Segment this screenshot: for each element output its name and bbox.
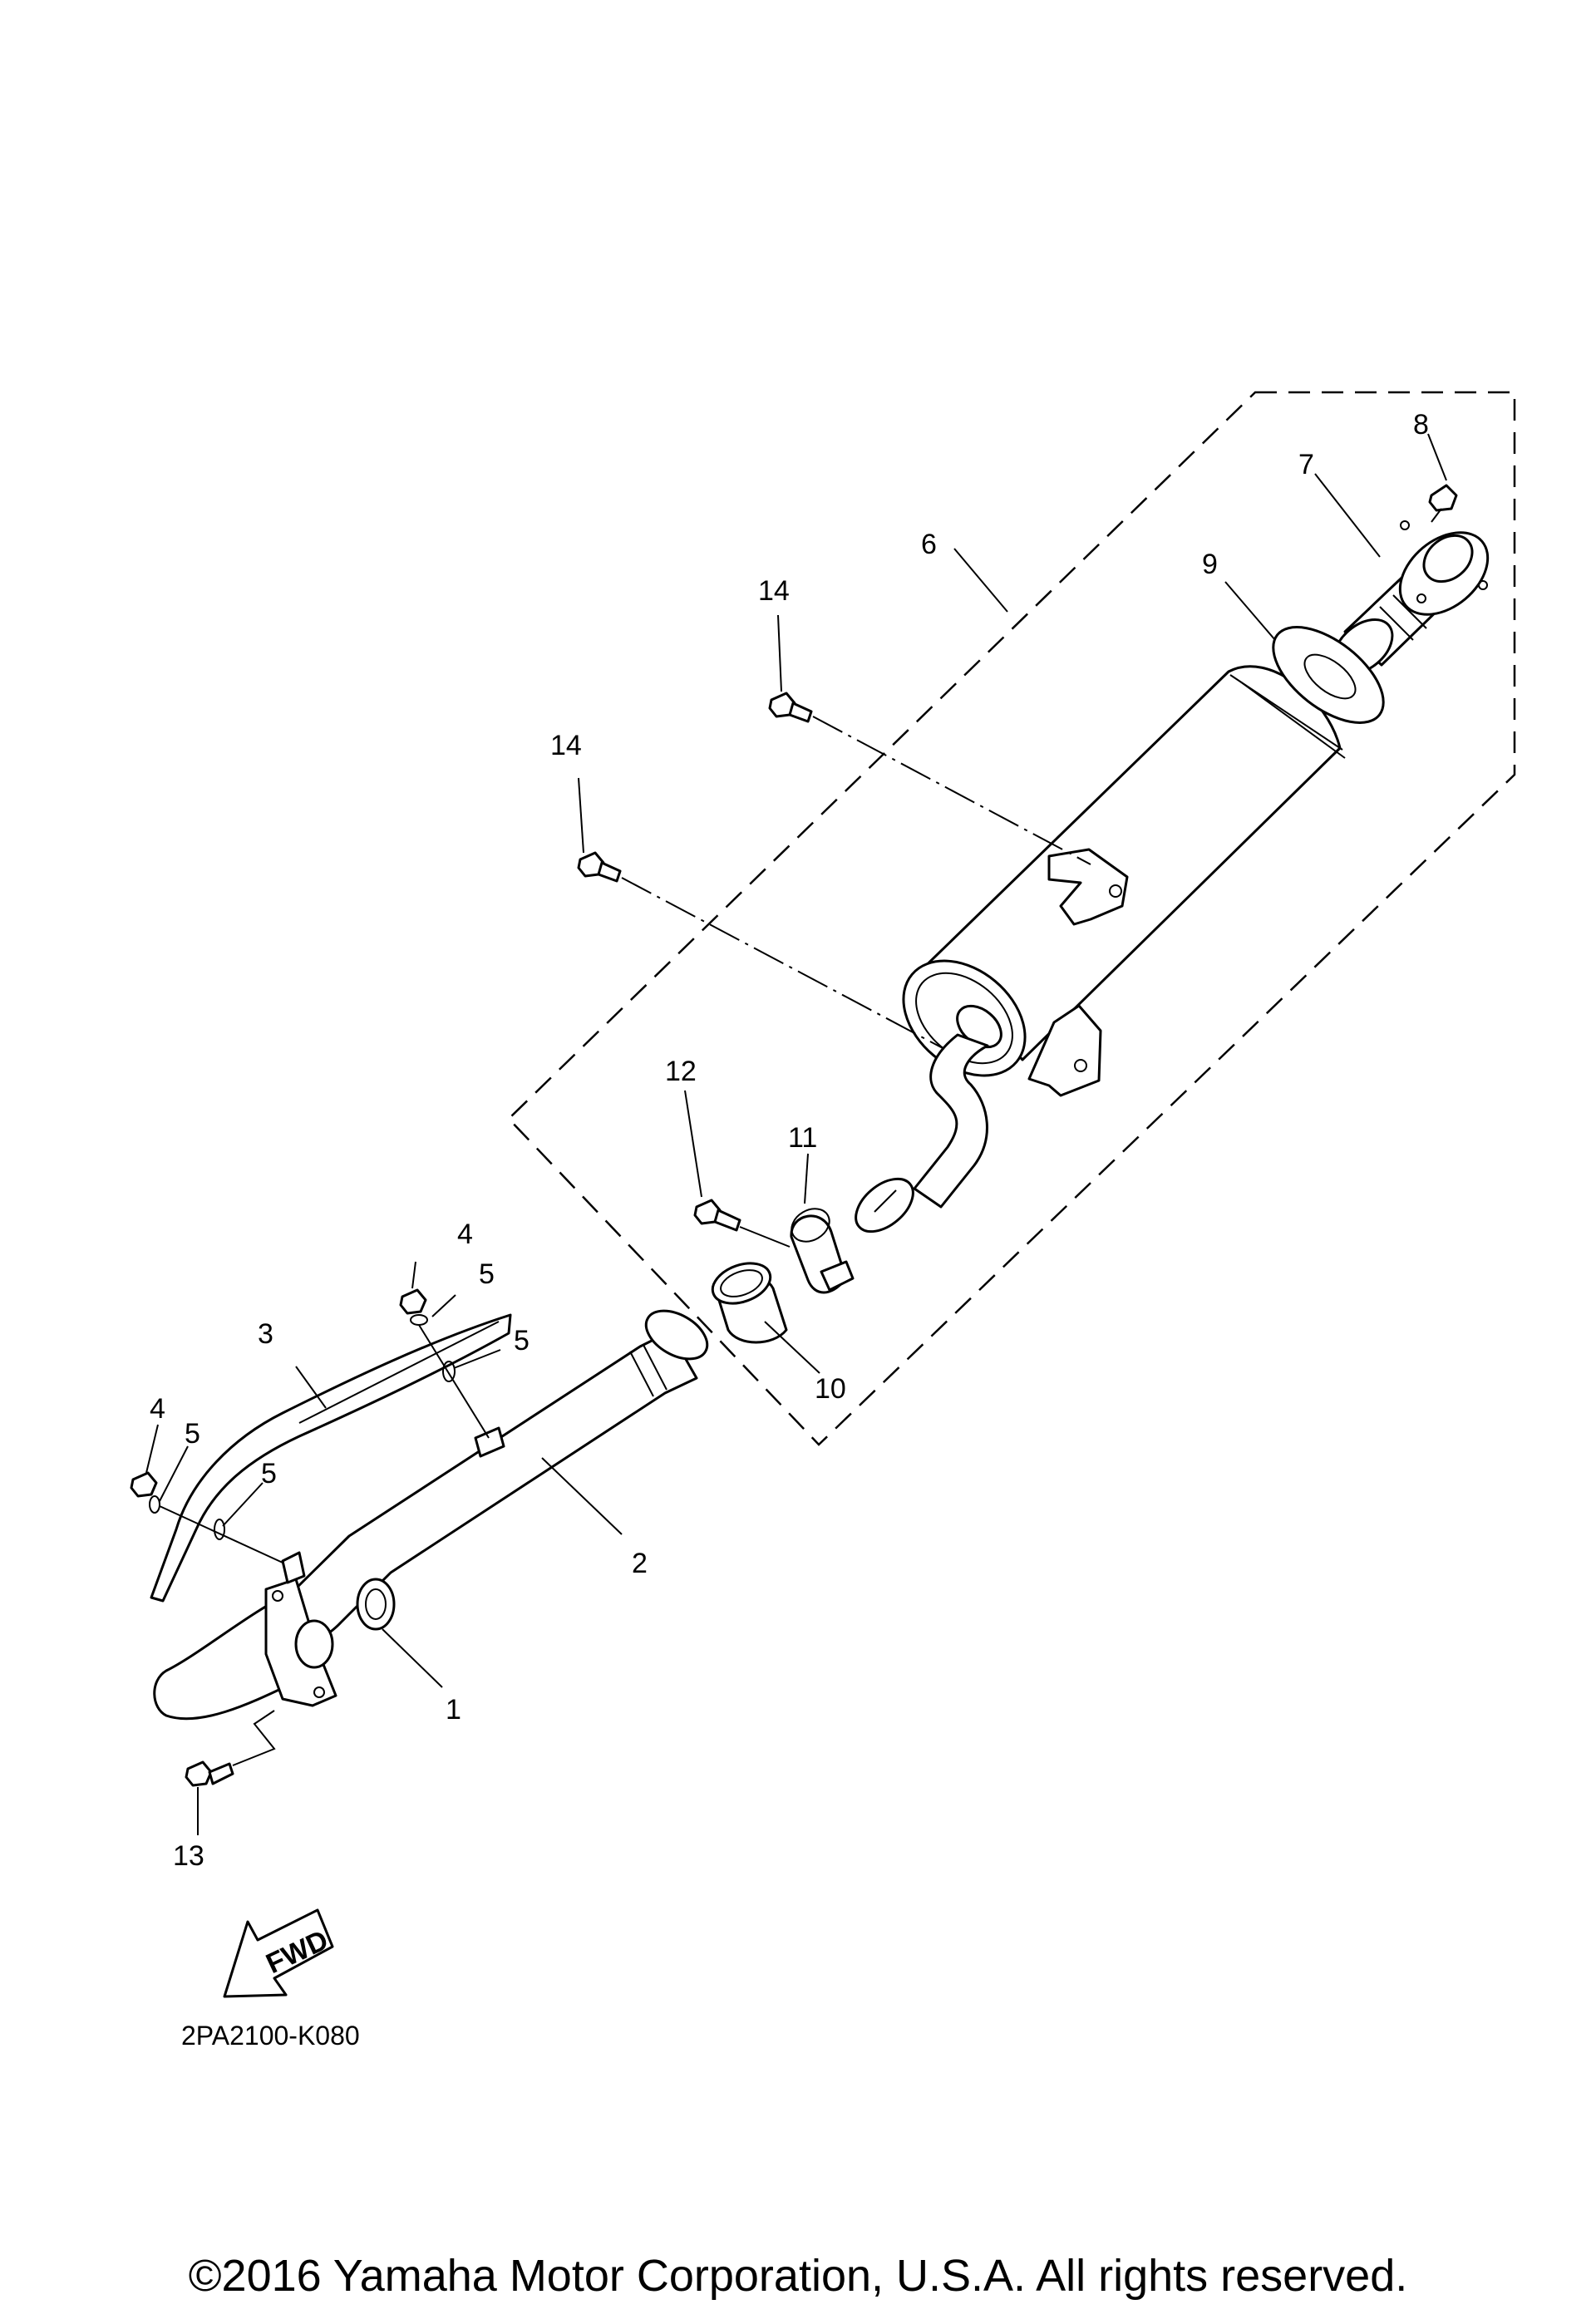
callout-5-lower-a: 5 [185, 1418, 200, 1450]
callout-7: 7 [1298, 449, 1314, 480]
protector-washer-lower [214, 1519, 225, 1540]
fwd-direction-arrow: FWD [223, 1908, 334, 1998]
callout-5-upper-b: 5 [514, 1325, 530, 1356]
flange-bolt [185, 1710, 276, 1787]
tip-bolt [1428, 484, 1458, 523]
callout-14-lower: 14 [550, 730, 582, 761]
protector-bolt-upper [399, 1288, 428, 1326]
muffler-bolt-lower [577, 851, 622, 883]
callout-11: 11 [788, 1122, 817, 1154]
callout-9: 9 [1202, 549, 1218, 580]
tip-gasket [1272, 626, 1385, 724]
callout-13: 13 [173, 1840, 204, 1872]
protector-washer-upper [442, 1361, 456, 1382]
exhaust-pipe [153, 1309, 709, 1721]
callout-10: 10 [815, 1373, 846, 1405]
clamp-bolt [693, 1199, 791, 1248]
callout-2: 2 [632, 1548, 648, 1579]
exhaust-gasket [356, 1578, 396, 1631]
callout-4-upper: 4 [457, 1219, 473, 1250]
muffler-assembly-boundary [507, 391, 1516, 1446]
diagram-code: 2PA2100-K080 [181, 2021, 360, 2051]
protector-bolt-lower [130, 1471, 160, 1514]
heat-protector [150, 1313, 512, 1603]
muffler-bolt-upper [768, 692, 813, 723]
copyright-notice: ©2016 Yamaha Motor Corporation, U.S.A. A… [189, 2251, 1408, 2301]
callout-12: 12 [665, 1056, 697, 1087]
callout-8: 8 [1413, 409, 1429, 441]
callout-3: 3 [258, 1318, 273, 1350]
joint-sleeve [711, 1262, 788, 1344]
callout-5-lower-b: 5 [261, 1458, 277, 1489]
callout-1: 1 [446, 1694, 461, 1726]
callout-4-lower: 4 [150, 1393, 165, 1425]
callout-6: 6 [921, 529, 937, 560]
muffler-assembly [855, 665, 1346, 1233]
callout-5-upper-a: 5 [479, 1258, 495, 1290]
callout-14-upper: 14 [758, 575, 790, 607]
exhaust-clamp [790, 1208, 855, 1294]
